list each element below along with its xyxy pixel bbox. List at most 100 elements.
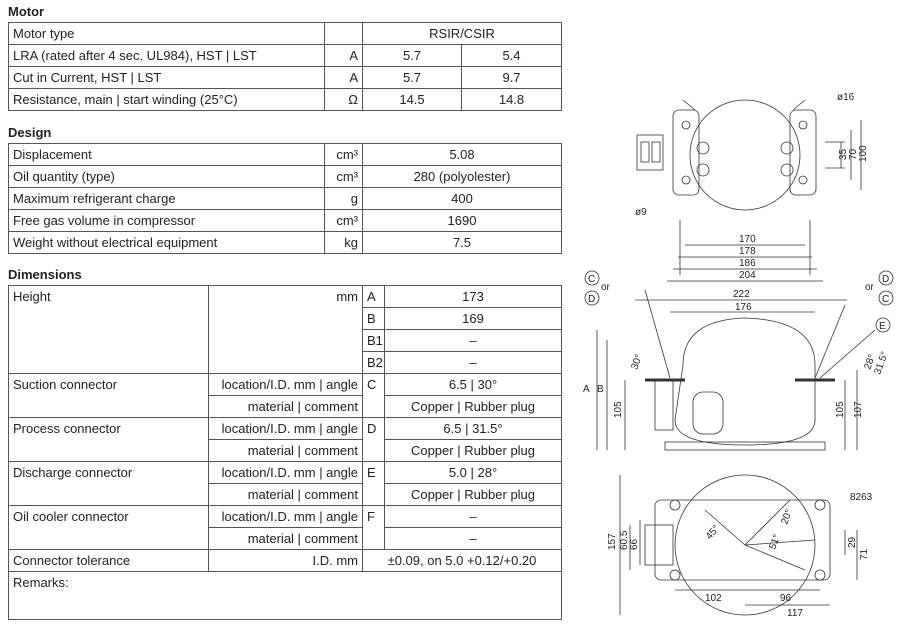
blank-cell [8,483,209,506]
table-row: Process connector location/I.D. mm | ang… [8,417,562,462]
dim-71: 71 [859,548,870,560]
relay-cover [692,391,724,435]
tube [682,99,696,111]
table-row: Oil cooler connector location/I.D. mm | … [8,505,562,550]
connector-value: 5.0 | 28° [384,461,562,484]
row-unit: A [324,44,363,67]
electrical-box-bottom [644,524,674,566]
row-unit: cm³ [324,209,363,232]
label-circle-e [875,317,891,333]
row-value: 280 (polyolester) [362,165,562,188]
row-value: 5.08 [362,143,562,166]
table-row: Remarks: [8,571,562,620]
tolerance-unit: I.D. mm [208,549,363,572]
table-row: material | comment Copper | Rubber plug [8,395,562,418]
connector-desc: material | comment [208,483,363,506]
mount-hole [798,175,808,185]
row-value: 1690 [362,209,562,232]
table-row: Suction connector location/I.D. mm | ang… [8,373,562,418]
table-row: Cut in Current, HST | LST A 5.7 9.7 [8,66,563,89]
angle-30: 30° [629,353,645,371]
row-unit: kg [324,231,363,254]
connector-code: C [362,373,385,418]
height-value: – [384,329,562,352]
angle-20: 20° [779,508,795,526]
connector-d-label-right: D [882,274,889,285]
foot-hole [814,499,826,511]
angle-45: 45° [704,523,722,542]
dim-157: 157 [607,533,618,550]
connector-desc: material | comment [208,527,363,550]
connector-desc: location/I.D. mm | angle [208,461,363,484]
dim-b: B [597,384,604,395]
terminal [651,141,661,163]
height-code: A [362,285,385,308]
base-plate-side [664,441,826,451]
foot-hole [814,569,826,581]
grommet [696,163,710,177]
foot-hole [669,569,681,581]
dim-60-5: 60.5 [619,530,630,550]
connector-code: F [362,505,385,550]
angle-28: 28° [862,353,878,371]
table-row: LRA (rated after 4 sec. UL984), HST | LS… [8,44,563,67]
dim-100: 100 [858,145,869,162]
row-value: 7.5 [362,231,562,254]
mount-plate-left [672,109,700,196]
dimensions-table: Height mm A 173 B 169 B1 – B2 – Suction … [8,285,562,620]
row-label: LRA (rated after 4 sec. UL984), HST | LS… [8,44,325,67]
row-label: Oil quantity (type) [8,165,325,188]
connector-value: – [384,505,562,528]
dim-a: A [583,384,590,395]
motor-section-title: Motor [8,4,45,19]
table-row: Resistance, main | start winding (25°C) … [8,88,563,111]
label-circle-d [584,290,600,306]
drawing-code: 8263 [850,492,873,503]
dim-35: 35 [838,148,849,160]
dim-d16: ø16 [837,92,855,103]
connector-code: E [362,461,385,506]
table-row: material | comment – [8,527,562,550]
row-label: Free gas volume in compressor [8,209,325,232]
dim-186: 186 [739,258,756,269]
base-plate-bottom [654,499,831,581]
row-label: Displacement [8,143,325,166]
row-label: Cut in Current, HST | LST [8,66,325,89]
table-row: material | comment Copper | Rubber plug [8,439,562,462]
top-view: ø16 ø9 35 70 100 170 178 186 204 [635,92,869,282]
remarks-label: Remarks: [8,571,562,620]
row-unit [324,22,363,45]
mount-hole [681,120,691,130]
mount-hole [681,175,691,185]
row-unit: A [324,66,363,89]
connector-label: Process connector [8,417,209,440]
dim-107: 107 [853,401,864,418]
dim-170: 170 [739,234,756,245]
electrical-box-side [654,379,674,431]
row-value-1: 5.7 [362,44,462,67]
connector-e-label: E [879,321,886,332]
height-label: Height [8,285,209,374]
motor-table: Motor type RSIR/CSIR LRA (rated after 4 … [8,22,563,111]
dim-102: 102 [705,593,722,604]
dim-66: 66 [629,538,640,550]
electrical-box [636,134,664,171]
bottom-view: 8263 157 60.5 66 29 71 45° 51° 20° 102 9… [607,474,873,619]
row-unit: Ω [324,88,363,111]
row-value: 400 [362,187,562,210]
dim-70: 70 [848,148,859,160]
height-value: – [384,351,562,374]
or-label-left: or [601,282,611,293]
connector-value: Copper | Rubber plug [384,439,562,462]
row-value-1: 14.5 [362,88,462,111]
dim-96: 96 [780,593,792,604]
dim-204: 204 [739,270,756,281]
side-view: C or D D or C E 222 176 A B 105 105 107 … [583,270,894,451]
table-row: Motor type RSIR/CSIR [8,22,563,45]
connector-value: Copper | Rubber plug [384,395,562,418]
height-unit: mm [208,285,363,374]
row-unit: cm³ [324,143,363,166]
